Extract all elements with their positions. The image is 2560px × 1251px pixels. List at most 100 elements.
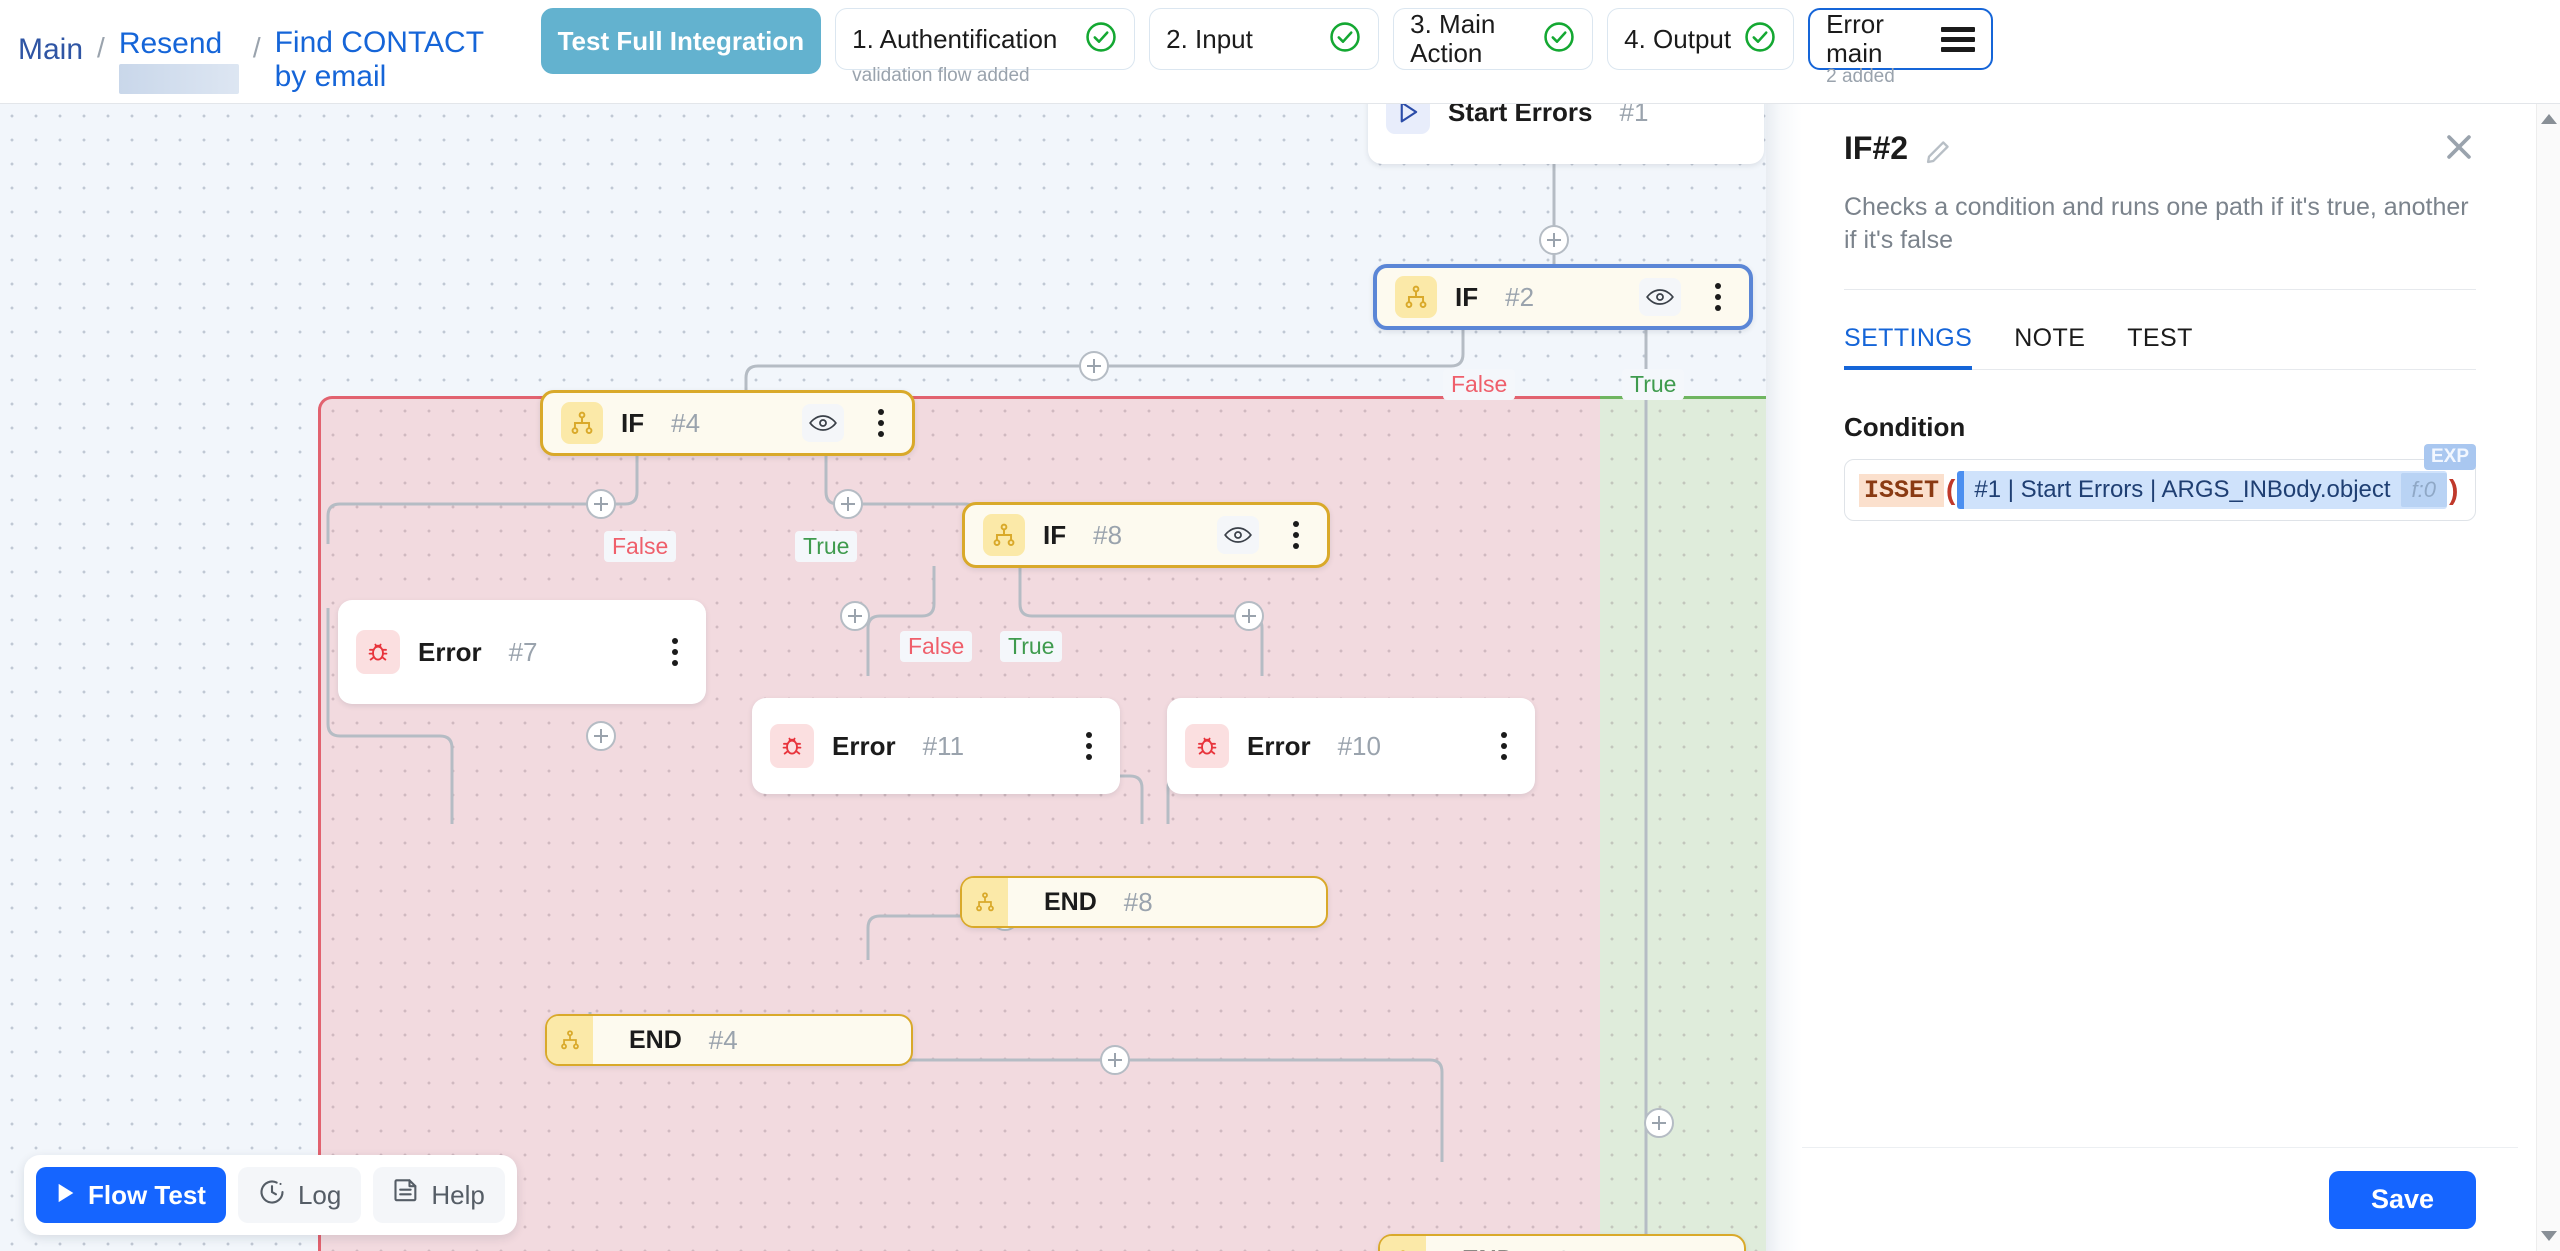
node-number: #8 — [1123, 886, 1153, 917]
eye-icon[interactable] — [1639, 278, 1681, 316]
node-number: #4 — [671, 407, 701, 438]
help-button[interactable]: Help — [373, 1167, 505, 1223]
top-bar: Main / Resend / Find CONTACT by email Te… — [0, 0, 2560, 104]
node-settings-panel: IF #2 Checks a condition and runs one pa… — [1802, 104, 2518, 1251]
edge-label-false: False — [1443, 369, 1516, 400]
tab-settings[interactable]: SETTINGS — [1844, 324, 1992, 370]
tab-sublabel: validation flow added — [852, 65, 1030, 86]
clock-icon — [258, 1178, 286, 1213]
node-label: END — [629, 1025, 682, 1054]
node-error-7[interactable]: Error #7 — [338, 600, 706, 704]
node-label: END — [1462, 1246, 1515, 1251]
add-node-plus[interactable] — [833, 489, 863, 519]
node-number: #2 — [1542, 1245, 1571, 1251]
close-icon[interactable] — [2442, 130, 2476, 169]
add-node-plus[interactable] — [1234, 601, 1264, 631]
check-circle-icon — [1328, 20, 1362, 59]
node-menu-icon[interactable] — [662, 638, 688, 666]
bug-icon — [1185, 724, 1229, 768]
panel-tabs: SETTINGS NOTE TEST — [1844, 324, 2476, 370]
page-scrollbar[interactable] — [2536, 104, 2560, 1251]
node-end-2[interactable]: END #2 — [1378, 1234, 1746, 1251]
true-branch-zone — [1600, 396, 1766, 1251]
node-if-2[interactable]: IF #2 — [1373, 264, 1753, 330]
branch-icon — [561, 402, 603, 444]
node-label: Error — [1247, 730, 1311, 761]
check-circle-icon — [1542, 20, 1576, 59]
scroll-down-arrow-icon[interactable] — [2541, 1231, 2557, 1241]
node-menu-icon[interactable] — [1076, 732, 1102, 760]
panel-node-number: #2 — [1872, 130, 1909, 166]
add-node-plus[interactable] — [586, 489, 616, 519]
eye-icon[interactable] — [1217, 516, 1259, 554]
node-menu-icon[interactable] — [1705, 283, 1731, 311]
canvas-toolbar: Flow Test Log Help — [24, 1155, 517, 1235]
add-node-plus[interactable] — [1100, 1045, 1130, 1075]
node-end-4[interactable]: END #4 — [545, 1014, 913, 1066]
tab-authentification[interactable]: 1. Authentification validation flow adde… — [835, 8, 1136, 86]
node-start-errors[interactable]: Start Errors #1 — [1368, 104, 1764, 164]
close-paren: ) — [2449, 474, 2459, 505]
check-circle-icon — [1743, 20, 1777, 59]
tab-label: Test Full Integration — [557, 25, 805, 56]
node-if-4[interactable]: IF #4 — [540, 390, 915, 456]
condition-expression-input[interactable]: ISSET ( #1 | Start Errors | ARGS_INBody.… — [1844, 459, 2476, 521]
node-label: IF — [621, 407, 645, 438]
tab-label: 1. Authentification — [852, 23, 1058, 54]
add-node-plus[interactable] — [1644, 1108, 1674, 1138]
open-paren: ( — [1946, 474, 1956, 505]
breadcrumb-separator: / — [97, 32, 105, 63]
breadcrumb-item-resend-wrap: Resend — [118, 0, 239, 94]
tab-output[interactable]: 4. Output — [1607, 8, 1795, 70]
tab-test-full-integration[interactable]: Test Full Integration — [540, 8, 822, 74]
node-menu-icon[interactable] — [1283, 521, 1309, 549]
save-button[interactable]: Save — [2328, 1170, 2476, 1229]
node-number: #11 — [922, 730, 965, 761]
play-icon — [1386, 104, 1430, 134]
node-if-8[interactable]: IF #8 — [962, 502, 1330, 568]
node-end-8[interactable]: END #8 — [960, 876, 1328, 928]
scroll-up-arrow-icon[interactable] — [2541, 114, 2557, 124]
add-node-plus[interactable] — [586, 721, 616, 751]
tab-main-action[interactable]: 3. Main Action — [1393, 8, 1594, 70]
node-menu-icon[interactable] — [1491, 732, 1517, 760]
tab-error-main[interactable]: Error main 2 added — [1808, 8, 1994, 87]
variable-chip[interactable]: #1 | Start Errors | ARGS_INBody.object f… — [1957, 471, 2448, 509]
tab-note[interactable]: NOTE — [2014, 324, 2086, 352]
eye-icon[interactable] — [802, 404, 844, 442]
add-node-plus[interactable] — [1079, 351, 1109, 381]
condition-label: Condition — [1844, 412, 1966, 442]
node-label: END — [1044, 887, 1097, 916]
add-node-plus[interactable] — [840, 601, 870, 631]
node-number: #4 — [708, 1024, 738, 1055]
flow-test-button[interactable]: Flow Test — [36, 1167, 226, 1223]
bug-icon — [770, 724, 814, 768]
breadcrumb-item-find-contact[interactable]: Find CONTACT by email — [274, 26, 484, 93]
document-icon — [393, 1178, 419, 1213]
bug-icon — [356, 630, 400, 674]
edit-pencil-icon[interactable] — [1924, 138, 1952, 171]
panel-title: IF — [1844, 130, 1873, 166]
log-label: Log — [297, 1179, 342, 1210]
edge-label-true: True — [1000, 631, 1063, 662]
flow-test-label: Flow Test — [88, 1179, 206, 1210]
redacted-block — [118, 64, 239, 94]
flow-canvas[interactable]: False True False True False True Start E… — [0, 104, 1766, 1251]
node-number: #2 — [1505, 281, 1535, 312]
function-name: ISSET — [1859, 473, 1945, 507]
add-node-plus[interactable] — [1539, 225, 1569, 255]
branch-icon — [547, 1016, 593, 1064]
log-button[interactable]: Log — [237, 1167, 362, 1223]
panel-gutter — [1766, 104, 1802, 1251]
breadcrumb-item-resend[interactable]: Resend — [118, 27, 223, 60]
node-error-10[interactable]: Error #10 — [1167, 698, 1535, 794]
breadcrumb-item-main[interactable]: Main — [18, 33, 84, 66]
tab-label: Error main — [1826, 9, 1884, 68]
tab-test[interactable]: TEST — [2127, 324, 2193, 352]
node-number: #8 — [1093, 519, 1123, 550]
breadcrumb: Main / Resend / Find CONTACT by email — [18, 0, 485, 104]
tab-input[interactable]: 2. Input — [1149, 8, 1380, 70]
hamburger-menu-icon[interactable] — [1941, 26, 1976, 52]
node-menu-icon[interactable] — [868, 409, 894, 437]
node-error-11[interactable]: Error #11 — [752, 698, 1120, 794]
